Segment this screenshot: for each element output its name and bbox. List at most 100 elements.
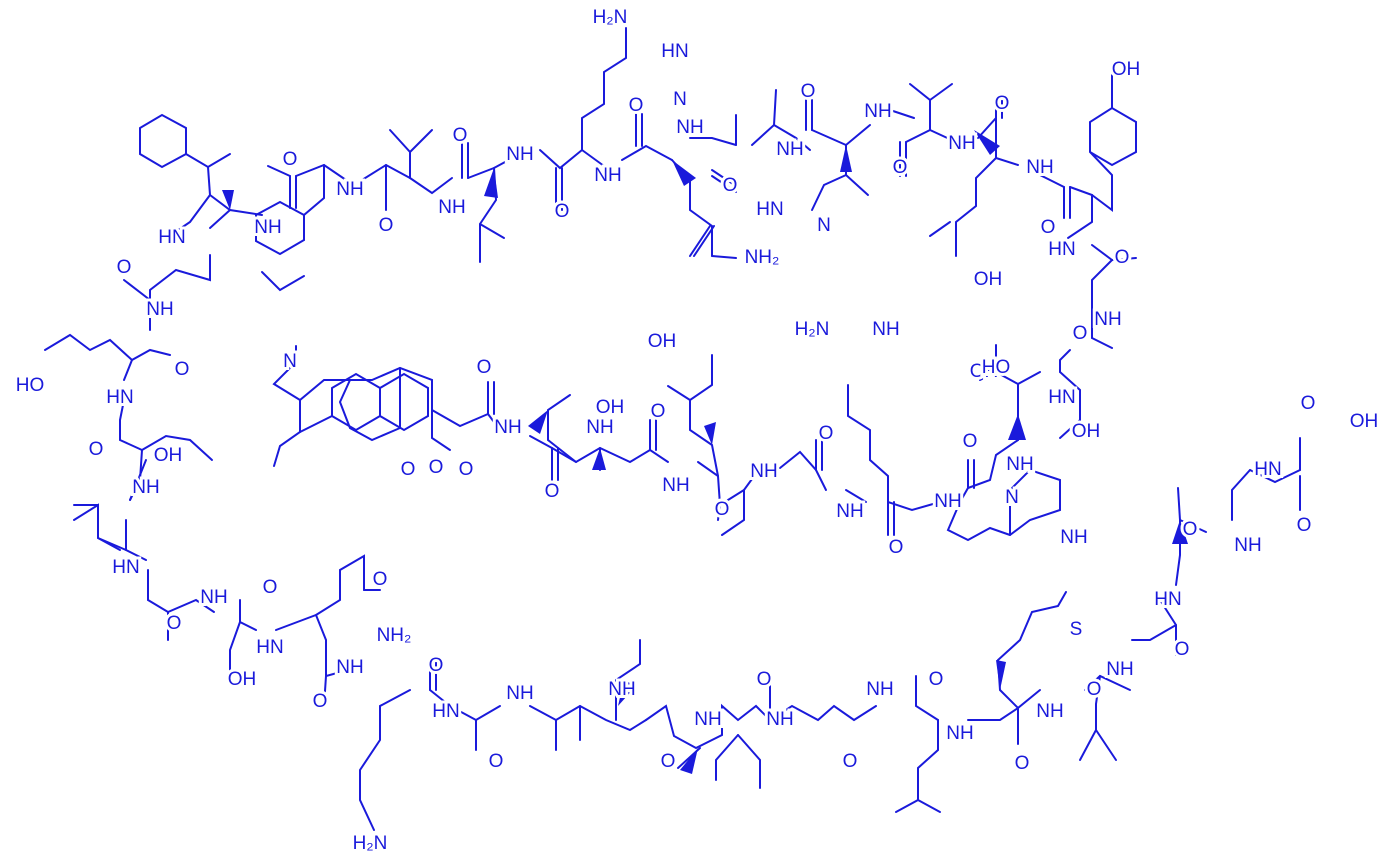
atom-label: H₂N [353, 833, 388, 854]
bond [689, 354, 719, 477]
bond [467, 166, 498, 263]
atom-label: O [401, 459, 416, 480]
atom-label: O [723, 175, 738, 196]
bond [267, 165, 291, 177]
atom-label: OH [970, 361, 999, 382]
bond [711, 175, 737, 193]
atom-label: NH [594, 165, 621, 186]
atom-label: O [893, 157, 908, 178]
bond [581, 149, 605, 167]
bond [621, 144, 673, 161]
atom-label: NH [946, 723, 973, 744]
atom-label: NH [1026, 157, 1053, 178]
atom-label: HN [106, 387, 133, 408]
stereo-wedge [840, 145, 852, 172]
bond [1231, 469, 1251, 521]
atom-label: NH [1036, 701, 1063, 722]
atom-label: O [379, 215, 394, 236]
bond [959, 439, 1019, 503]
atom-label: NH [836, 501, 863, 522]
bond [737, 734, 761, 789]
atom-label: N [817, 215, 831, 236]
bond [539, 149, 583, 170]
atom-label: H₂N [593, 7, 628, 28]
atom-label: O [117, 257, 132, 278]
bond [929, 83, 953, 101]
bond [615, 639, 641, 721]
stereo-wedge [704, 422, 716, 445]
atom-label: O [1115, 247, 1130, 268]
bond [141, 434, 213, 461]
bond [1059, 349, 1071, 373]
bond [779, 450, 827, 491]
atom-label: O [1183, 519, 1198, 540]
bond [303, 164, 325, 241]
bond [295, 163, 347, 181]
bond [929, 129, 957, 143]
atom-label: NH [676, 117, 703, 138]
bond [129, 459, 147, 501]
atom-label: NH [1234, 535, 1261, 556]
bond [255, 200, 305, 256]
bond [119, 399, 143, 451]
bond [1059, 419, 1081, 439]
bond [717, 504, 721, 521]
atom-label: NH [766, 709, 793, 730]
atom-label: O [453, 125, 468, 146]
bond [338, 366, 489, 442]
atom-label: NH [1006, 454, 1033, 475]
stereo-wedge [528, 410, 548, 434]
atom-label: HN [432, 701, 459, 722]
atom-label: O [661, 751, 676, 772]
atom-label: HN [1048, 239, 1075, 260]
atom-label: O [429, 655, 444, 676]
atom-label: OH [1350, 411, 1379, 432]
atom-label: OH [228, 669, 257, 690]
stereo-wedge [974, 130, 1000, 155]
atom-label: OH [974, 269, 1003, 290]
bond-lines [44, 27, 1301, 831]
bond [711, 169, 737, 187]
atom-label: S [1070, 619, 1083, 640]
bond [645, 703, 877, 750]
atom-label: HO [16, 375, 45, 396]
atom-label: NH [132, 477, 159, 498]
atom-label: NH [948, 133, 975, 154]
atom-label: NH [336, 657, 363, 678]
bond [915, 675, 939, 721]
stereo-wedge [618, 680, 636, 706]
bond [667, 385, 691, 401]
stereo-wedge [1008, 414, 1026, 440]
atom-label: OH [1112, 59, 1141, 80]
atom-label: NH [254, 217, 281, 238]
stereo-wedge [222, 190, 234, 210]
atom-label: NH [934, 491, 961, 512]
atom-label: NH [506, 683, 533, 704]
bond [44, 333, 133, 361]
atom-label: N [673, 89, 687, 110]
bond [773, 124, 811, 151]
atom-label: O [477, 357, 492, 378]
bond [272, 345, 351, 402]
atom-label: O [459, 459, 474, 480]
bond [1089, 106, 1137, 212]
bond [995, 117, 1019, 166]
atom-label: NH₂ [745, 247, 780, 268]
atom-label: O [929, 669, 944, 690]
bond [751, 89, 777, 146]
atom-label: HN [158, 227, 185, 248]
atom-labels: H₂NNHNHNHNHNHNHNHNHNHNHHNNHHNNHNHNHNHNHN… [13, 4, 1382, 857]
coumarin-bond [299, 415, 333, 433]
bond [493, 154, 519, 169]
stereo-wedge [680, 748, 698, 774]
bond [167, 194, 211, 238]
atom-label: O [715, 499, 730, 520]
atom-label: HN [1254, 459, 1281, 480]
bond [671, 159, 713, 257]
bond [845, 174, 869, 196]
bond [1091, 244, 1113, 261]
atom-label: NH [866, 679, 893, 700]
atom-label: NH [336, 179, 363, 200]
atom-label: NH [608, 679, 635, 700]
